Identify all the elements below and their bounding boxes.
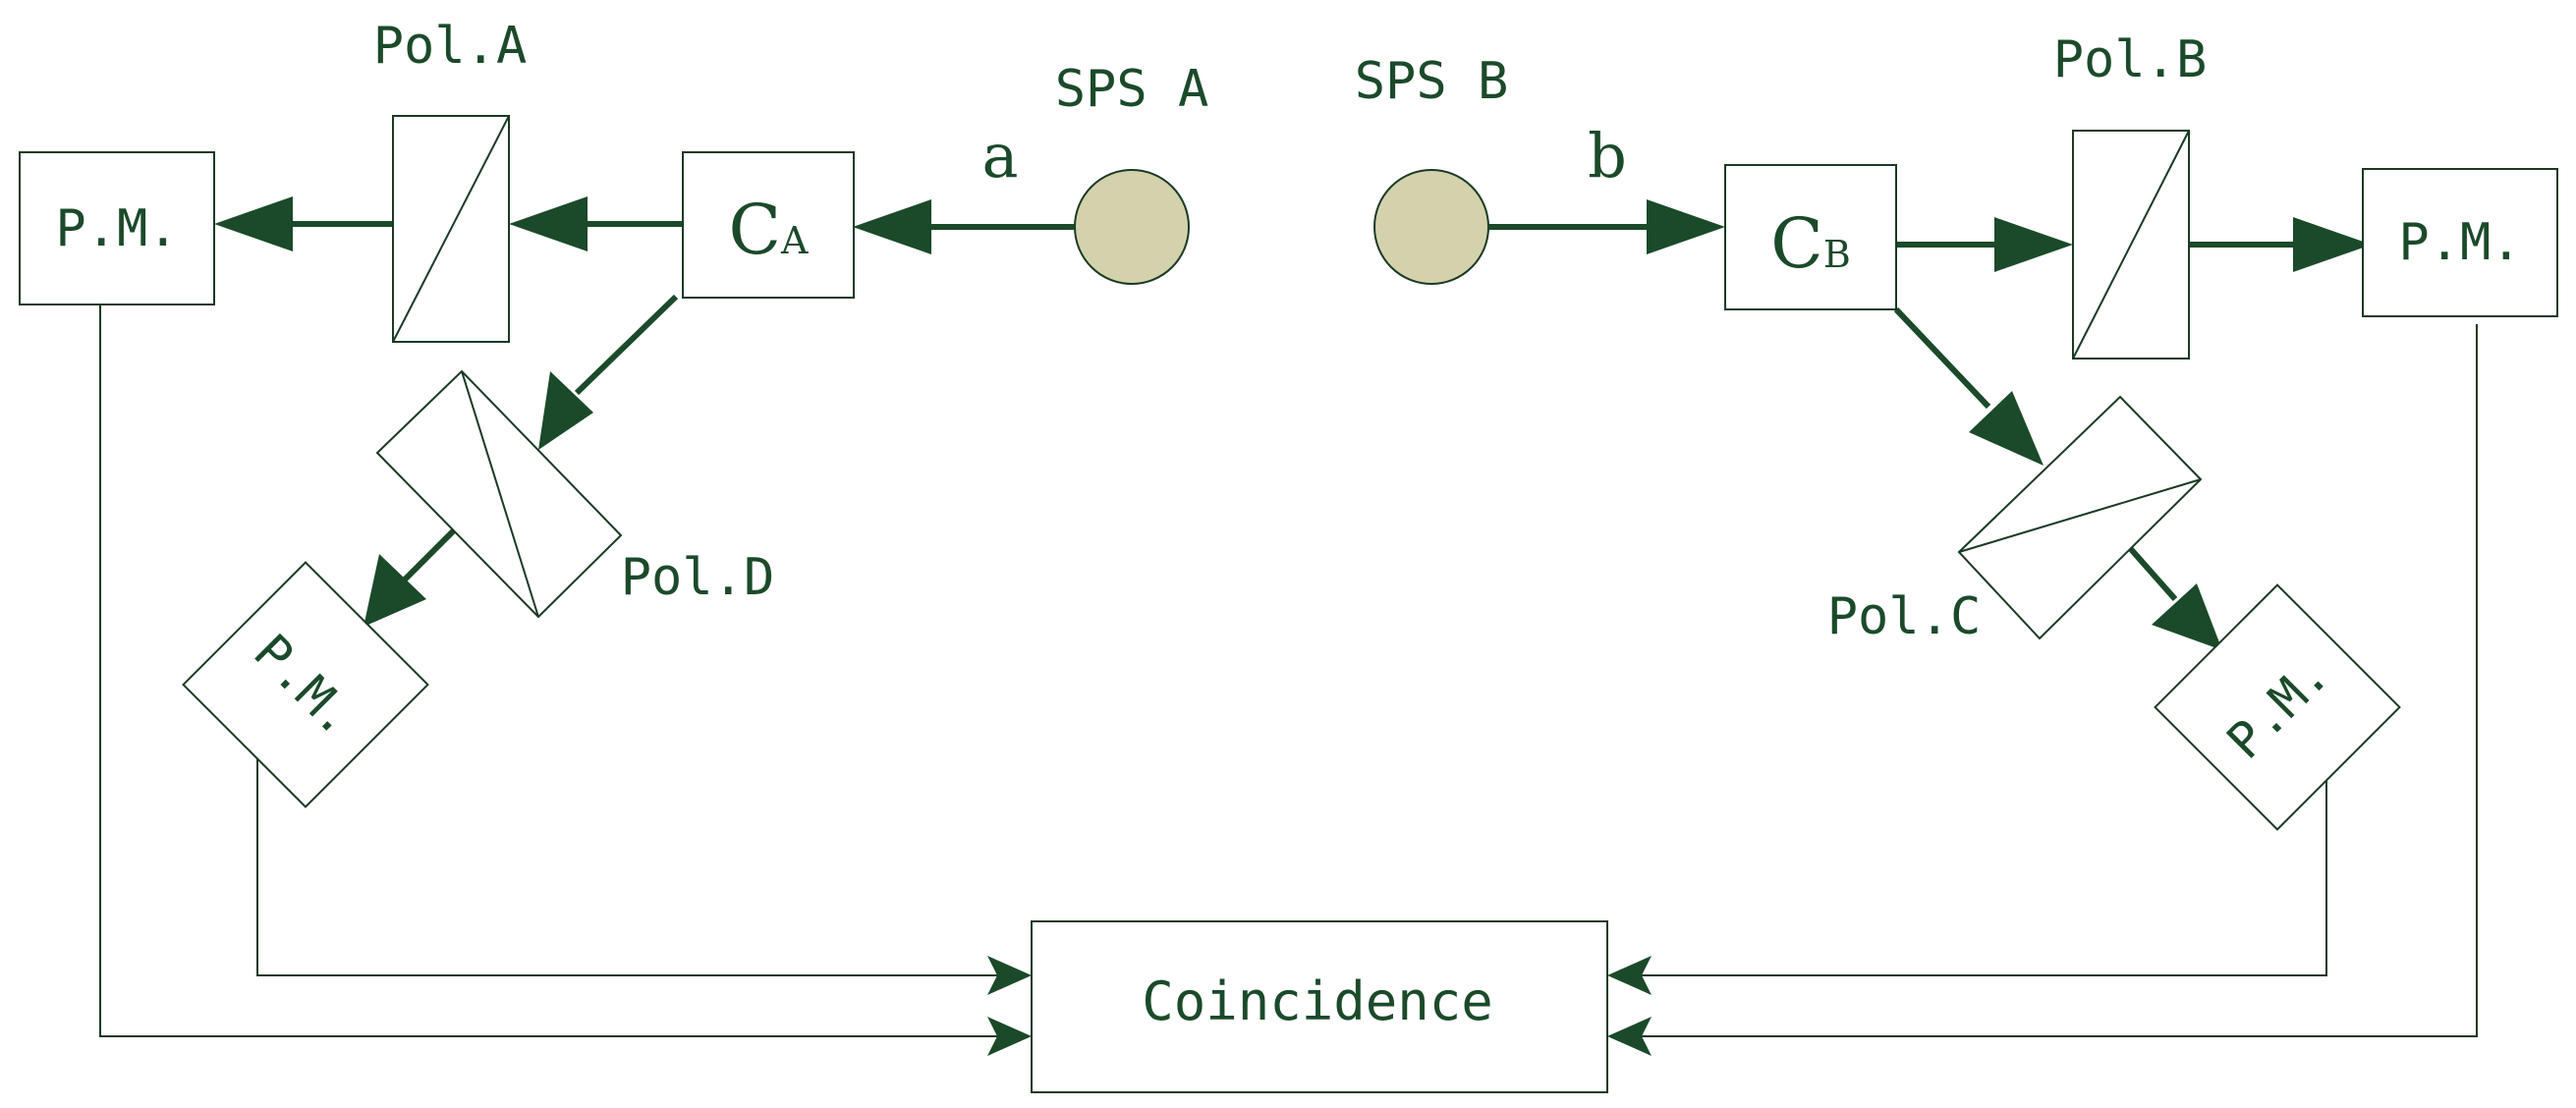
- wire-arrow-b: [1607, 1017, 1652, 1056]
- detector-b: P.M.: [2362, 168, 2558, 317]
- channel-ca-sub: A: [780, 219, 809, 262]
- polarizer-b-label: Pol.B: [2053, 30, 2208, 89]
- signal-wires: [99, 305, 2478, 1056]
- wire-pm-d: [256, 737, 997, 976]
- channel-cb: CB: [1724, 164, 1897, 310]
- polarizer-c-label: Pol.C: [1827, 587, 1982, 646]
- polarizer-c: Pol.C: [1827, 395, 2203, 646]
- polarizer-d-label: Pol.D: [621, 548, 775, 607]
- detector-d: P.M.: [182, 561, 429, 808]
- source-b-label: SPS B: [1355, 52, 1509, 111]
- polarizer-a: Pol.A: [373, 17, 528, 343]
- beam-a-label: a: [982, 120, 1019, 192]
- detector-a-label: P.M.: [55, 199, 178, 258]
- right-beams: b: [1488, 120, 2372, 650]
- wire-pm-a: [99, 305, 997, 1037]
- wire-arrow-d: [987, 956, 1032, 995]
- beam-b-label: b: [1588, 120, 1627, 192]
- detector-a: P.M.: [19, 151, 215, 305]
- coincidence-unit: Coincidence: [1031, 920, 1608, 1093]
- channel-ca-main: C: [728, 190, 781, 270]
- source-a-label: SPS A: [1055, 60, 1209, 119]
- source-a: SPS A: [1055, 60, 1209, 285]
- channel-ca: CA: [682, 151, 855, 299]
- wire-pm-c: [1636, 751, 2327, 976]
- svg-text:CB: CB: [1770, 203, 1851, 284]
- coincidence-label: Coincidence: [1142, 970, 1493, 1032]
- polarizer-a-label: Pol.A: [373, 17, 528, 76]
- svg-text:CA: CA: [728, 190, 809, 270]
- wire-arrow-a: [987, 1017, 1032, 1056]
- polarizer-d: Pol.D: [375, 369, 775, 619]
- polarizer-b: Pol.B: [2053, 30, 2208, 360]
- channel-cb-main: C: [1770, 203, 1823, 284]
- channel-cb-sub: B: [1823, 233, 1851, 276]
- wire-pm-b: [1636, 324, 2478, 1037]
- wire-arrow-c: [1607, 956, 1652, 995]
- left-beams: a: [214, 120, 1075, 627]
- source-b: SPS B: [1355, 52, 1509, 285]
- detector-c: P.M.: [2154, 583, 2401, 831]
- detector-b-label: P.M.: [2398, 213, 2521, 272]
